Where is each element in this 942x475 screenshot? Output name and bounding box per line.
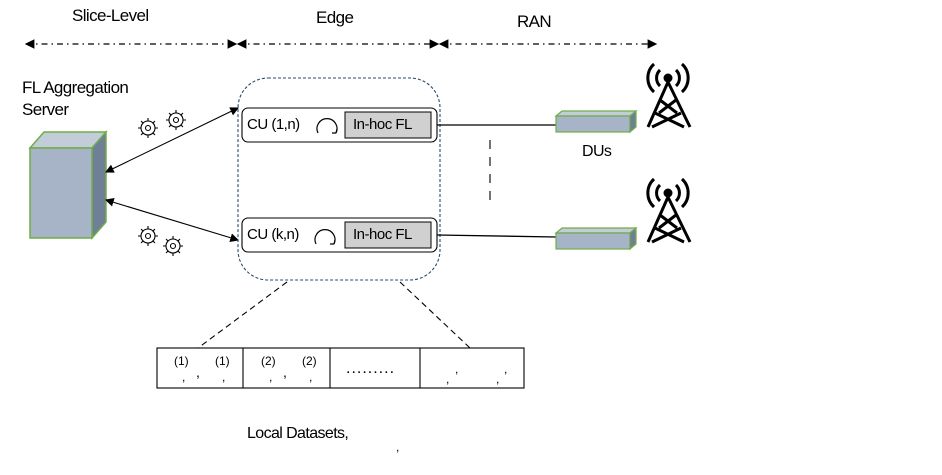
antenna-tower-icon-2 <box>646 177 692 244</box>
dataset-cell-1-sup-a: (1) <box>174 354 189 368</box>
server-label-line1: FL Aggregation <box>22 78 129 97</box>
du-box-1 <box>554 109 638 134</box>
gear-icon-lower <box>138 226 183 256</box>
dataset-pointer-right <box>399 281 471 349</box>
dataset-cell-2-sub-a: , <box>269 370 273 384</box>
server-cu1-arrow <box>105 107 239 173</box>
gear-icon-upper <box>138 110 186 138</box>
server-box <box>28 130 108 240</box>
dataset-cell-1-sub-b: , <box>222 370 226 384</box>
slice-level-header: Slice-Level <box>72 6 149 25</box>
du-box-2 <box>554 226 638 251</box>
dataset-cell-3-dots: ......... <box>346 360 396 377</box>
local-datasets-caption: Local Datasets, <box>247 425 349 442</box>
inhoc-fl-box-1 <box>344 111 432 139</box>
dataset-cell-1-sup-b: (1) <box>215 354 230 368</box>
ran-header: RAN <box>517 12 552 31</box>
antenna-tower-icon-1 <box>646 62 692 129</box>
cu-1-label: CU (1,n) <box>247 116 300 133</box>
server-cuk-arrow <box>104 198 240 242</box>
local-datasets-table <box>156 347 525 389</box>
cu-k-label: CU (k,n) <box>247 226 299 243</box>
dataset-cell-2-sup-a: (2) <box>261 354 276 368</box>
dataset-cell-4-sup-a: , <box>455 362 459 376</box>
dataset-cell-2-comma: , <box>283 364 287 380</box>
dataset-cell-1-sub-a: , <box>182 370 186 384</box>
inhoc-fl-label-k: In-hoc FL <box>353 226 412 243</box>
edge-container <box>237 77 441 281</box>
dus-label: DUs <box>582 143 612 160</box>
dataset-pointer-left <box>197 281 288 349</box>
dataset-cell-2-sup-b: (2) <box>302 354 317 368</box>
dataset-cell-4-sup-b: , <box>504 362 508 376</box>
dataset-cell-1-comma: , <box>196 364 200 380</box>
loop-icon-k <box>314 229 336 245</box>
dataset-cell-4-sub-b: , <box>496 372 500 386</box>
edge-header: Edge <box>316 8 354 27</box>
dataset-cell-2-sub-b: , <box>309 370 313 384</box>
inhoc-fl-box-k <box>344 221 432 249</box>
loop-icon-1 <box>316 118 338 134</box>
inhoc-fl-label-1: In-hoc FL <box>353 116 412 133</box>
local-datasets-caption-mark: , <box>396 440 400 454</box>
server-label-line2: Server <box>22 100 69 119</box>
cuk-du-link <box>436 234 557 238</box>
dataset-cell-4-sub-a: , <box>446 372 450 386</box>
